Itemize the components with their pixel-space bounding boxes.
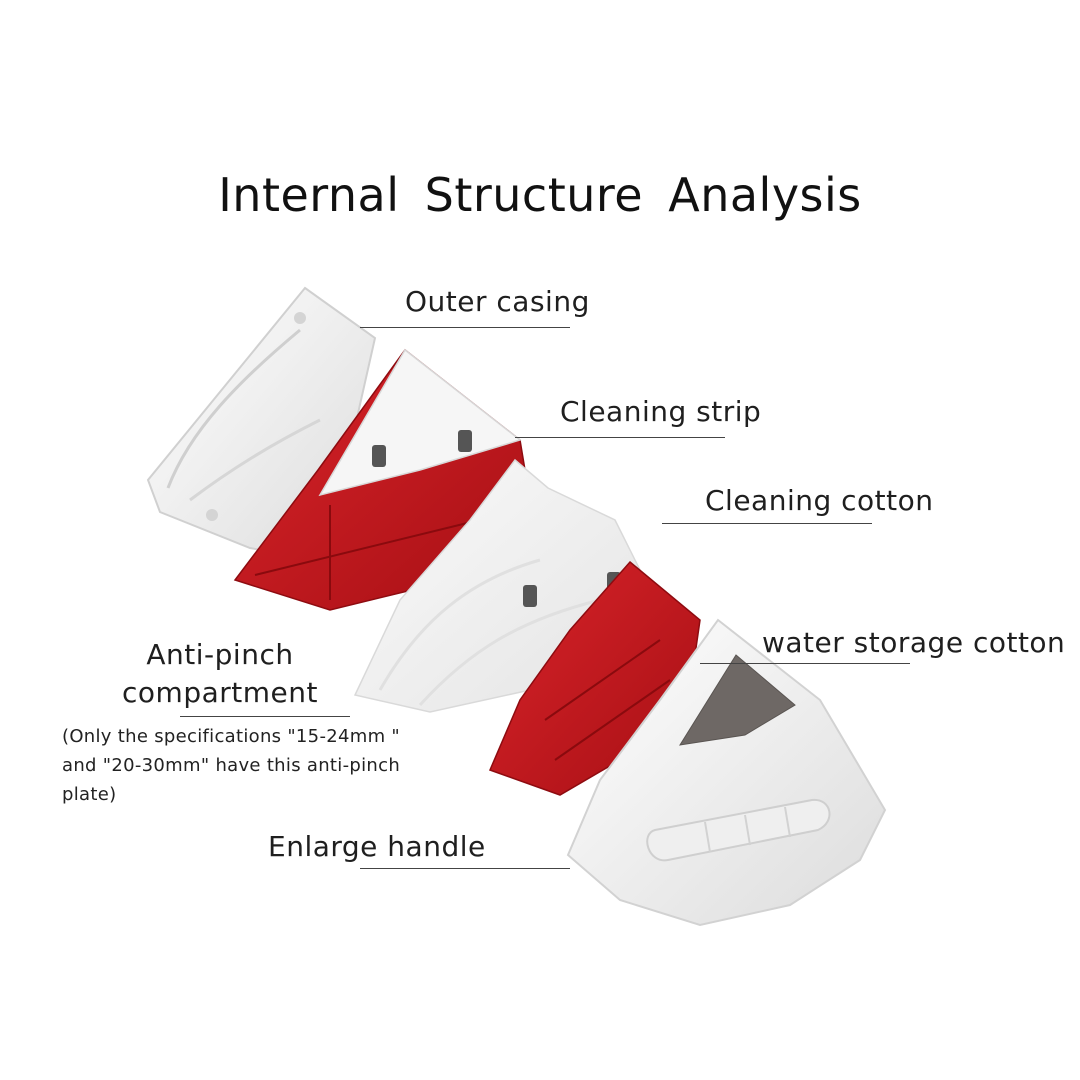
label-cleaning-cotton: Cleaning cotton xyxy=(705,484,934,517)
anti-pinch-note: (Only the specifications "15-24mm " and … xyxy=(62,726,401,805)
enlarge-handle-part xyxy=(566,618,887,927)
leader-anti-pinch xyxy=(180,716,350,717)
label-enlarge-handle: Enlarge handle xyxy=(268,830,486,863)
diagram-title: Internal Structure Analysis xyxy=(218,168,862,222)
label-anti-pinch-compartment: Anti-pinch compartment xyxy=(122,638,318,709)
leader-cleaning-strip xyxy=(515,437,725,438)
leader-water-storage xyxy=(700,663,910,664)
leader-outer-casing xyxy=(360,327,570,328)
label-cleaning-strip: Cleaning strip xyxy=(560,395,762,428)
leader-cleaning-cotton xyxy=(662,523,872,524)
label-outer-casing: Outer casing xyxy=(405,285,590,318)
label-water-storage-cotton: water storage cotton xyxy=(762,626,1066,659)
water-storage-part xyxy=(488,560,701,796)
leader-enlarge-handle xyxy=(360,868,570,869)
